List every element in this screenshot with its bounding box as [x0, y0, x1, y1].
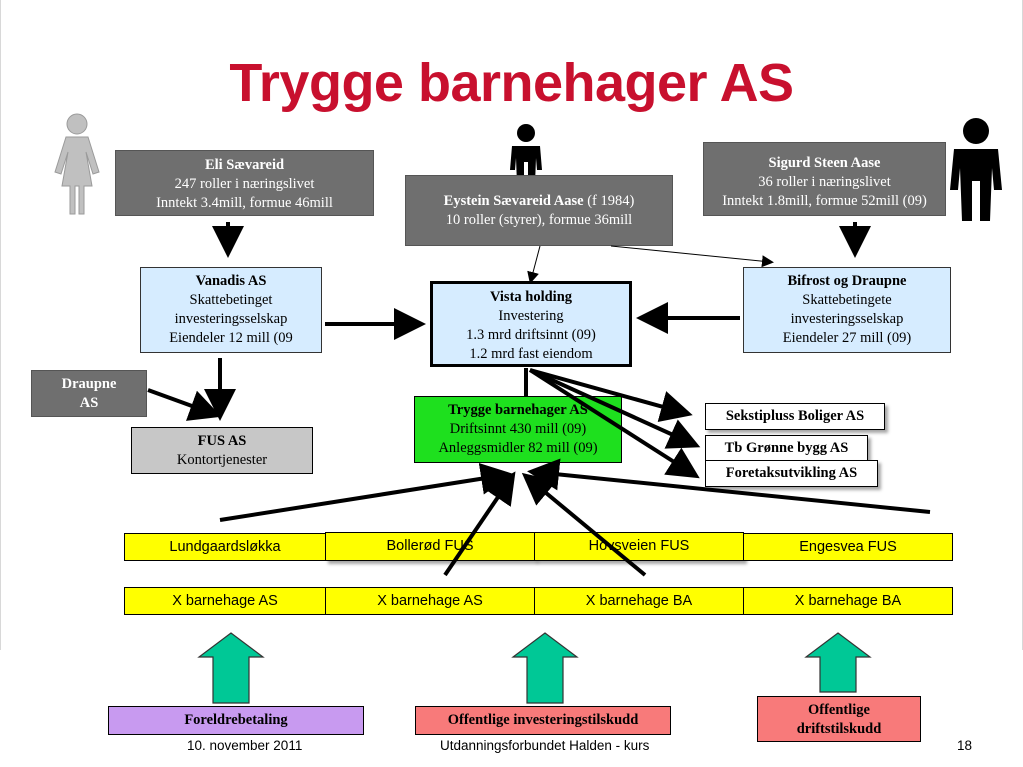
person-born: (f 1984): [583, 193, 635, 209]
company-box-sekstipluss: Sekstipluss Boliger AS: [705, 403, 885, 430]
kindergarten-owner: X barnehage AS: [124, 587, 326, 615]
person-name: Eystein Sævareid Aase: [443, 193, 584, 209]
company-detail: Eiendeler 12 mill (09: [169, 330, 293, 346]
arrow-k3-trygge: [521, 472, 647, 577]
company-detail: Investering: [498, 308, 564, 324]
company-detail: Anleggsmidler 82 mill (09): [438, 440, 598, 456]
company-detail: investeringsselskap: [174, 311, 288, 327]
funding-box-drift: Offentlige driftstilskudd: [757, 696, 921, 742]
male-person-icon: [510, 124, 542, 184]
male-person-icon: [950, 118, 1002, 221]
arrow-vista-sekstipluss: [529, 368, 693, 423]
person-wealth: Inntekt 1.8mill, formue 52mill (09): [722, 193, 927, 209]
company-box-vista: Vista holding Investering 1.3 mrd drifts…: [430, 281, 632, 367]
company-name: Trygge barnehager AS: [448, 402, 588, 418]
company-name: Vista holding: [489, 289, 573, 305]
company-detail: Skattebetinget: [189, 292, 273, 308]
company-detail: Driftsinnt 430 mill (09): [449, 421, 587, 437]
company-detail: Eiendeler 27 mill (09): [782, 330, 912, 346]
kindergarten-name: Bollerød FUS: [325, 532, 535, 561]
kindergarten-name: Lundgaardsløkka: [124, 533, 326, 561]
person-name: Eli Sævareid: [204, 157, 285, 173]
person-roles: 36 roller i næringslivet: [758, 174, 891, 190]
kindergarten-name: Engesvea FUS: [743, 533, 953, 561]
company-box-vanadis: Vanadis AS Skattebetinget investeringsse…: [140, 267, 322, 353]
company-name: Bifrost og Draupne: [787, 273, 907, 289]
company-detail: 1.3 mrd driftsinnt (09): [466, 327, 596, 343]
company-box-draupne: Draupne AS: [31, 370, 147, 417]
funding-box-investering: Offentlige investeringstilskudd: [415, 706, 671, 735]
slide-title: Trygge barnehager AS: [229, 53, 794, 113]
arrow-k4-trygge: [527, 458, 931, 514]
company-detail: Skattebetingete: [802, 292, 892, 308]
company-name: AS: [79, 395, 99, 411]
company-box-trygge: Trygge barnehager AS Driftsinnt 430 mill…: [414, 396, 622, 463]
company-name: Sekstipluss Boliger AS: [725, 408, 865, 424]
up-arrow-icon: [511, 632, 579, 704]
company-name: Tb Grønne bygg AS: [724, 440, 849, 456]
person-box-eystein: Eystein Sævareid Aase (f 1984) 10 roller…: [405, 175, 673, 246]
company-name: Draupne: [61, 376, 117, 392]
footer-page-number: 18: [957, 738, 973, 753]
company-detail: 1.2 mrd fast eiendom: [469, 346, 593, 362]
kindergarten-name: Hovsveien FUS: [534, 532, 744, 561]
person-box-sigurd: Sigurd Steen Aase 36 roller i næringsliv…: [703, 142, 946, 216]
arrow-k2-trygge: [443, 471, 516, 577]
person-roles: 10 roller (styrer), formue 36mill: [445, 212, 633, 228]
arrow-eystein-vista: [527, 245, 541, 284]
person-box-eli: Eli Sævareid 247 roller i næringslivet I…: [115, 150, 374, 216]
company-name: Vanadis AS: [195, 273, 267, 289]
company-box-foretak: Foretaksutvikling AS: [705, 460, 878, 487]
person-roles: 247 roller i næringslivet: [174, 176, 315, 192]
arrow-draupne-fus: [147, 388, 222, 421]
up-arrow-icon: [804, 632, 872, 693]
person-wealth: Inntekt 3.4mill, formue 46mill: [156, 195, 333, 211]
company-detail: Kontortjenester: [176, 452, 268, 468]
arrow-k1-trygge: [219, 462, 513, 522]
company-name: FUS AS: [197, 433, 247, 449]
person-name: Sigurd Steen Aase: [768, 155, 881, 171]
arrow-eystein-bifrost: [610, 245, 774, 268]
arrow-vista-foretak: [528, 368, 700, 479]
footer-center: Utdanningsforbundet Halden - kurs: [440, 738, 650, 753]
arrow-vista-tbgronne: [529, 368, 701, 449]
kindergarten-owner: X barnehage BA: [534, 587, 744, 615]
kindergarten-owner: X barnehage AS: [325, 587, 535, 615]
funding-box-foreldre: Foreldrebetaling: [108, 706, 364, 735]
funding-drift-line2: driftstilskudd: [796, 721, 882, 737]
female-person-icon: [54, 113, 100, 215]
up-arrow-icon: [197, 632, 265, 704]
company-box-fus: FUS AS Kontortjenester: [131, 427, 313, 474]
footer-date: 10. november 2011: [187, 738, 303, 753]
company-name: Foretaksutvikling AS: [725, 465, 858, 481]
company-box-tbgronne: Tb Grønne bygg AS: [705, 435, 868, 462]
company-box-bifrost: Bifrost og Draupne Skattebetingete inves…: [743, 267, 951, 353]
company-detail: investeringsselskap: [790, 311, 904, 327]
kindergarten-owner: X barnehage BA: [743, 587, 953, 615]
funding-drift-line1: Offentlige: [807, 702, 870, 718]
